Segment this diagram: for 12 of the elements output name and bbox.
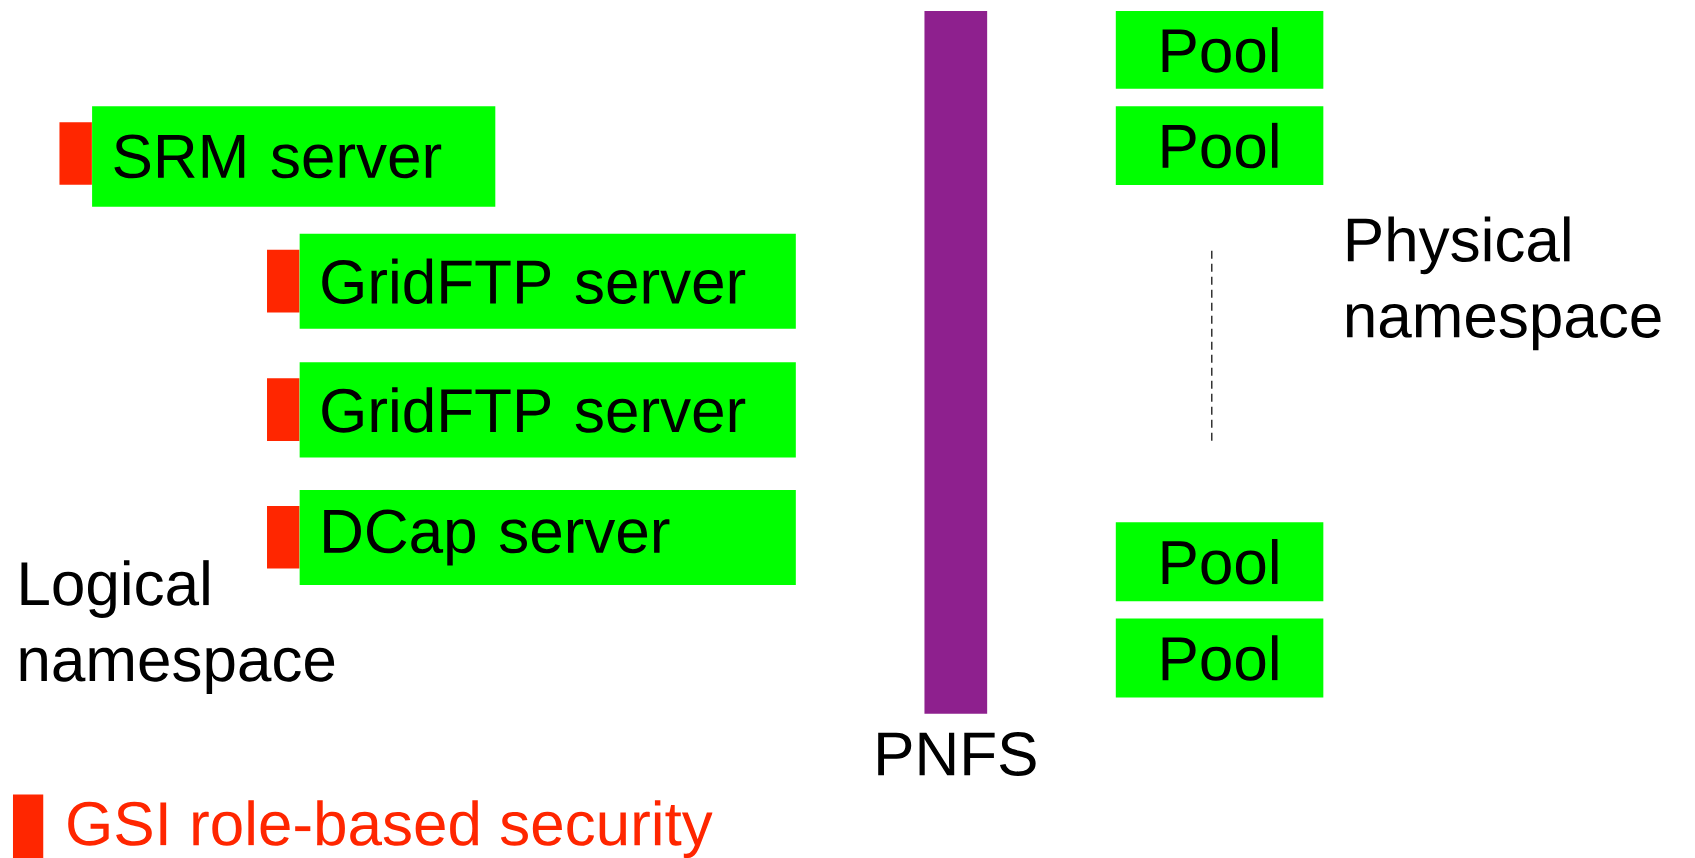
pool-box: Pool [1115, 106, 1324, 186]
pool-box: Pool [1115, 522, 1324, 602]
bar-label: PNFS [878, 732, 1036, 776]
pool-box: Pool [1115, 11, 1324, 89]
pool-box: Pool [1115, 618, 1324, 698]
legend-label: GSI role-based security [68, 800, 713, 858]
namespace-label: Physical namespace [1346, 216, 1661, 351]
server-box: GridFTP server [299, 362, 796, 458]
server-box: SRM server [92, 106, 496, 207]
vertical-bar [924, 11, 988, 714]
server-box: DCap server [299, 489, 796, 585]
server-box: GridFTP server [299, 233, 796, 329]
